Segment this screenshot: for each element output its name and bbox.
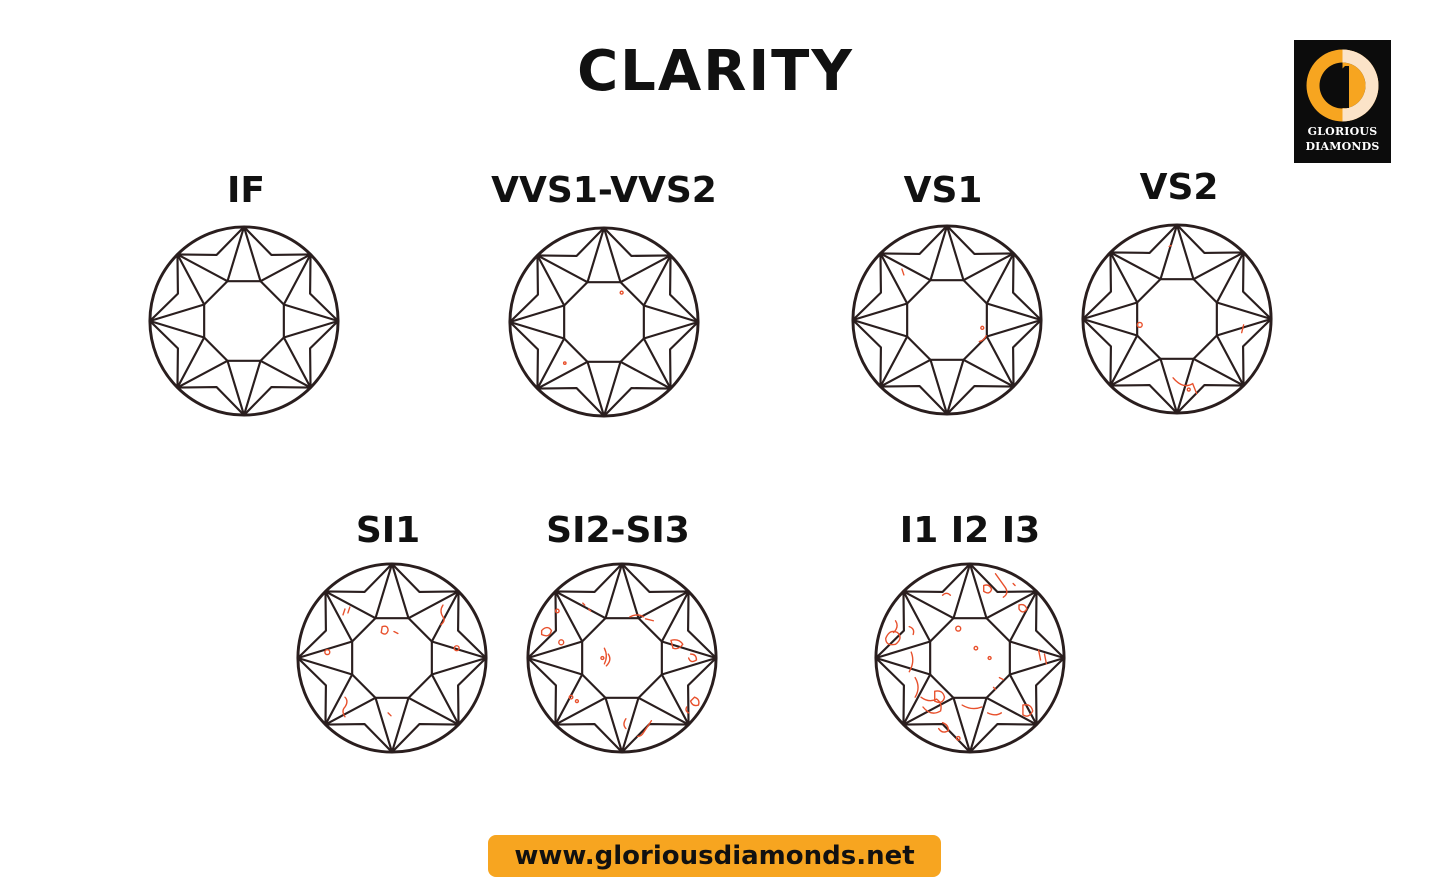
website-url-badge: www.gloriousdiamonds.net — [488, 835, 941, 877]
diamond-facets — [1081, 223, 1273, 415]
grade-label-si2: SI2-SI3 — [546, 510, 690, 551]
diamond-vvs — [508, 226, 700, 418]
logo-mark-icon — [1306, 49, 1379, 122]
inclusion-marks — [901, 268, 987, 343]
diamond-facets — [296, 562, 488, 754]
inclusion-marks — [885, 573, 1048, 741]
diamond-vs1 — [851, 224, 1043, 416]
diamond-facets — [851, 224, 1043, 416]
logo-text: GLORIOUS DIAMONDS — [1294, 124, 1391, 154]
grade-label-i: I1 I2 I3 — [899, 510, 1041, 551]
page-title: CLARITY — [577, 39, 854, 104]
brand-logo: GLORIOUS DIAMONDS — [1294, 40, 1391, 163]
diamond-facets — [526, 562, 718, 754]
grade-label-vvs: VVS1-VVS2 — [491, 170, 717, 211]
grade-label-vs2: VS2 — [1139, 167, 1219, 208]
inclusion-marks — [1136, 244, 1245, 395]
diamond-facets — [508, 226, 700, 418]
inclusion-marks — [324, 604, 460, 718]
diamond-si2 — [526, 562, 718, 754]
diamond-if — [148, 225, 340, 417]
logo-line-2: DIAMONDS — [1305, 140, 1380, 153]
diamond-vs2 — [1081, 223, 1273, 415]
inclusion-marks — [562, 290, 624, 366]
diamond-si1 — [296, 562, 488, 754]
grade-label-vs1: VS1 — [903, 170, 983, 211]
grade-label-if: IF — [227, 170, 265, 211]
website-url-link[interactable]: www.gloriousdiamonds.net — [514, 841, 915, 871]
diamond-facets — [874, 562, 1066, 754]
logo-line-1: GLORIOUS — [1307, 125, 1378, 138]
diamond-facets — [148, 225, 340, 417]
inclusion-marks — [540, 602, 700, 738]
diamond-i — [874, 562, 1066, 754]
grade-label-si1: SI1 — [355, 510, 421, 551]
